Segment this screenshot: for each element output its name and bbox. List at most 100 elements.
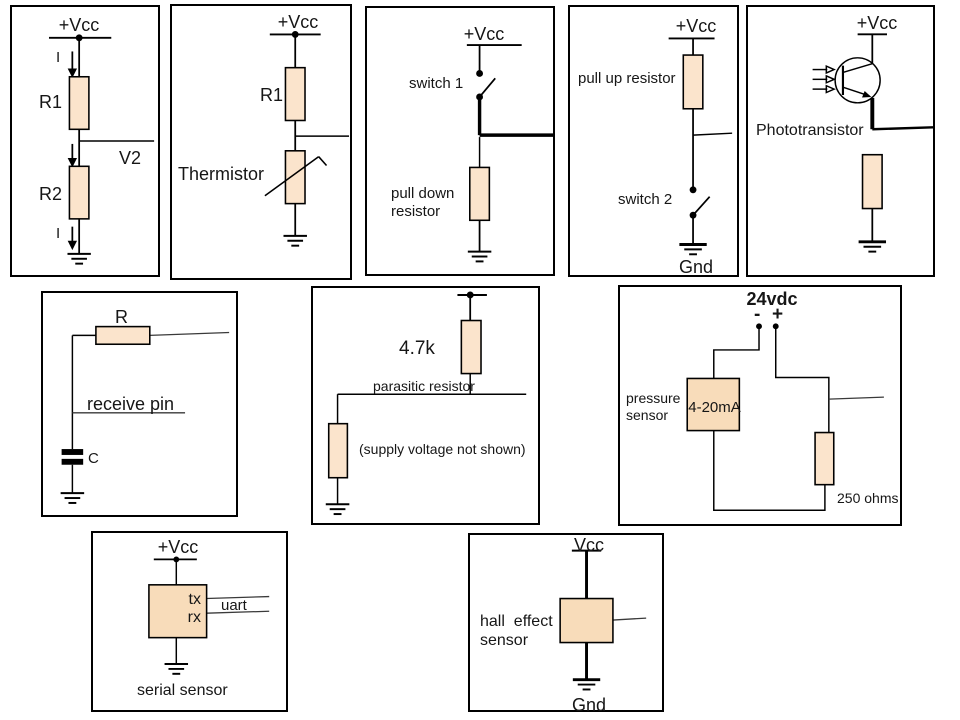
pulldown-schematic [466, 44, 553, 263]
junction-dot [466, 291, 474, 299]
voltage-divider-schematic [48, 34, 155, 265]
current-label-top: I [56, 49, 61, 66]
plus-wire [774, 326, 830, 433]
current-arrow-icon [67, 143, 78, 168]
parasitic-resistor [460, 319, 482, 375]
ground-icon [164, 663, 189, 675]
panel-parasitic-resistor: 4.7k parasitic resistor (supply voltage … [311, 286, 540, 525]
vcc-label: +Vcc [463, 24, 505, 44]
return-wire [713, 430, 826, 511]
switch-contact-dot [476, 93, 484, 101]
serial-sensor-schematic [148, 556, 270, 675]
r-label: R [115, 307, 128, 327]
plus-label: + [772, 304, 784, 325]
panel-phototransistor: +Vcc Phototransistor [746, 5, 935, 277]
pullup-resistor [682, 54, 704, 110]
vcc-label: Vcc [573, 535, 604, 555]
r2-label: R2 [39, 184, 63, 204]
current-range-label: 4-20mA [688, 399, 741, 416]
pulldown-resistor-label: pull down resistor [391, 185, 455, 220]
r1-label: R1 [39, 92, 63, 112]
switch-blade [478, 77, 496, 98]
current-arrow-icon [67, 226, 78, 251]
gnd-label: Gnd [571, 695, 607, 715]
pullup-resistor-label: pull up resistor [578, 70, 676, 87]
vcc-label: +Vcc [856, 13, 898, 33]
panel-rc-receive: R receive pin C [41, 291, 238, 517]
switch2-label: switch 2 [618, 191, 673, 208]
junction-dot [75, 34, 83, 42]
series-resistor [95, 325, 151, 346]
switch1-label: switch 1 [409, 75, 464, 92]
pressure-sensor-label: pressure sensor [626, 390, 681, 423]
light-arrows-icon [812, 64, 836, 94]
capacitor-icon [61, 449, 84, 465]
r1-label: R1 [260, 85, 284, 105]
parasitic-resistor-label: parasitic resistor [373, 378, 475, 394]
pulldown-resistor [469, 166, 491, 222]
ground-icon [679, 243, 707, 256]
load-resistor [814, 431, 835, 486]
vcc-label: +Vcc [675, 16, 717, 36]
switch-contact-dot [476, 70, 484, 77]
junction-dot [291, 30, 299, 38]
phototransistor-label: Phototransistor [756, 122, 864, 139]
pressure-sensor-box [686, 377, 741, 432]
ground-icon [572, 678, 601, 691]
panel-serial-sensor: +Vcc tx rx uart serial sensor [91, 531, 288, 712]
serial-sensor-caption: serial sensor [137, 682, 228, 699]
ground-icon [67, 252, 91, 265]
hall-sensor-box [559, 597, 614, 644]
resistor-r1 [284, 66, 306, 122]
ground-icon [60, 492, 85, 504]
switch-contact-dot [689, 211, 697, 219]
thermistor-label: Thermistor [178, 164, 265, 184]
parasitic-schematic [325, 291, 527, 516]
output-tap-wire [872, 126, 933, 131]
rx-wire [206, 610, 270, 614]
switch-contact-dot [689, 186, 697, 194]
ground-icon [467, 250, 492, 263]
output-tap-wire [693, 132, 733, 136]
v2-label: V2 [119, 148, 142, 168]
c-label: C [88, 450, 99, 467]
panel-pullup-switch: +Vcc pull up resistor switch 2 Gnd [568, 5, 739, 277]
resistor-value-label: 4.7k [399, 338, 435, 359]
phototransistor-schematic [812, 33, 933, 253]
panel-thermistor: +Vcc R1 Thermistor [170, 4, 352, 280]
tx-wire [206, 595, 270, 600]
panel-voltage-divider: +Vcc I R1 V2 R2 I [10, 5, 160, 277]
serial-sensor-box [148, 584, 208, 639]
thermistor-body [284, 150, 306, 205]
emitter-resistor [861, 153, 883, 210]
current-label-bottom: I [56, 225, 61, 242]
vcc-label: +Vcc [277, 12, 319, 32]
vcc-label: +Vcc [157, 537, 199, 557]
rx-label: rx [187, 609, 201, 626]
pullup-schematic [668, 37, 733, 256]
hall-sensor-label: hall effect sensor [480, 613, 553, 649]
supply-note-label: (supply voltage not shown) [359, 441, 526, 457]
vcc-label: +Vcc [58, 15, 100, 35]
signal-wire [149, 331, 230, 337]
uart-label: uart [221, 597, 247, 614]
thermistor-schematic [264, 30, 350, 247]
panel-hall-sensor: Vcc hall effect sensor Gnd [468, 533, 664, 715]
ground-icon [283, 234, 307, 247]
supply-voltage-label: 24vdc [746, 289, 798, 309]
hall-sensor-schematic [559, 549, 647, 691]
lower-resistor [327, 422, 349, 479]
rc-schematic [60, 325, 230, 504]
phototransistor-icon [834, 57, 881, 104]
ground-icon [858, 240, 887, 253]
signal-wire [612, 617, 647, 621]
thermistor-diagonal [264, 156, 328, 197]
resistor-r1 [68, 75, 90, 131]
minus-wire [713, 326, 760, 379]
ground-icon [325, 503, 350, 516]
tx-label: tx [188, 591, 201, 608]
junction-dot [173, 556, 180, 563]
minus-label: - [754, 304, 761, 325]
gnd-label: Gnd [678, 257, 714, 277]
